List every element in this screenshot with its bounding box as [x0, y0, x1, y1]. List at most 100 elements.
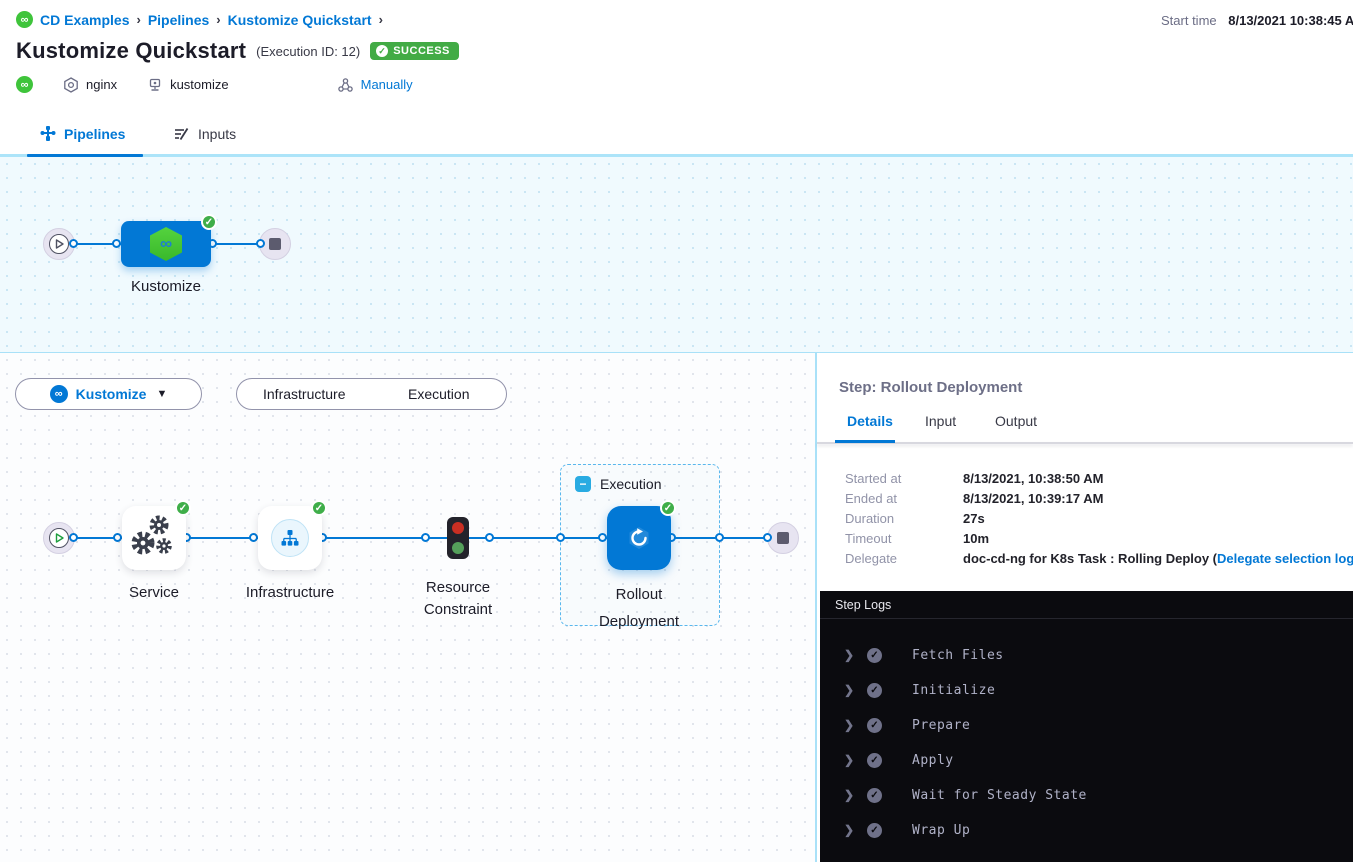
- check-icon: ✓: [376, 45, 389, 57]
- log-section-wait-for-steady-state[interactable]: ❯ ✓ Wait for Steady State: [844, 787, 1087, 803]
- start-time-label: Start time: [1161, 13, 1217, 28]
- breadcrumb: ∞ CD Examples › Pipelines › Kustomize Qu…: [16, 11, 383, 28]
- success-check-icon: ✓: [311, 500, 327, 516]
- infra-execution-toggle: Infrastructure Execution: [236, 378, 507, 410]
- log-success-check-icon: ✓: [867, 682, 882, 698]
- execution-end-node[interactable]: [767, 522, 799, 554]
- connector-dot: [421, 533, 430, 542]
- node-resource-constraint[interactable]: [447, 517, 469, 559]
- chevron-right-icon: ›: [136, 12, 141, 27]
- log-section-apply[interactable]: ❯ ✓ Apply: [844, 752, 954, 768]
- main-tab-bar: Pipelines Inputs: [0, 110, 1353, 157]
- stage-selector-dropdown[interactable]: ∞ Kustomize ▼: [15, 378, 202, 410]
- start-time-value: 8/13/2021 10:38:45 AM: [1228, 13, 1353, 28]
- node-label-service: Service: [128, 584, 180, 601]
- connector-dot: [256, 239, 265, 248]
- log-section-prepare[interactable]: ❯ ✓ Prepare: [844, 717, 971, 733]
- log-section-initialize[interactable]: ❯ ✓ Initialize: [844, 682, 996, 698]
- step-details-panel: Step: Rollout Deployment Details Input O…: [815, 353, 1353, 862]
- log-section-fetch-files[interactable]: ❯ ✓ Fetch Files: [844, 647, 1004, 663]
- stage-selector-label: Kustomize: [75, 386, 147, 402]
- page-title: Kustomize Quickstart: [16, 38, 247, 63]
- stage-graph-canvas[interactable]: ∞ ✓ Kustomize: [0, 157, 1353, 352]
- cd-module-icon: ∞: [16, 76, 33, 93]
- connector-dot: [556, 533, 565, 542]
- lower-split: ∞ Kustomize ▼ Infrastructure Execution: [0, 352, 1353, 862]
- cd-stage-icon: ∞: [49, 385, 68, 403]
- execution-start-node[interactable]: [43, 522, 75, 554]
- breadcrumb-cd-examples[interactable]: CD Examples: [40, 11, 130, 28]
- step-logs-console[interactable]: Step Logs ❯ ✓ Fetch Files ❯ ✓ Initialize…: [820, 591, 1353, 862]
- toggle-execution[interactable]: Execution: [408, 386, 470, 402]
- tab-output[interactable]: Output: [995, 413, 1038, 429]
- breadcrumb-pipelines[interactable]: Pipelines: [147, 11, 210, 28]
- log-success-check-icon: ✓: [867, 647, 882, 663]
- service-tag: nginx: [63, 76, 117, 93]
- chevron-right-icon: ❯: [844, 683, 855, 697]
- tab-details[interactable]: Details: [847, 413, 893, 429]
- node-service[interactable]: ✓: [122, 500, 191, 570]
- breadcrumb-kustomize-quickstart[interactable]: Kustomize Quickstart: [227, 11, 372, 28]
- tags-row: ∞ nginx kustomize: [16, 76, 443, 93]
- gear-icon: [149, 515, 169, 535]
- active-details-tab-underline: [835, 440, 895, 443]
- connector-dot: [485, 533, 494, 542]
- step-title: Step: Rollout Deployment: [839, 379, 1023, 396]
- chevron-right-icon: ❯: [844, 753, 855, 767]
- connector-dot: [112, 239, 121, 248]
- execution-graph-canvas[interactable]: ∞ Kustomize ▼ Infrastructure Execution: [0, 353, 815, 862]
- execution-group-label: Execution: [600, 476, 662, 492]
- log-success-check-icon: ✓: [867, 752, 882, 768]
- connector-dot: [113, 533, 122, 542]
- delegate-selection-logs-link[interactable]: Delegate selection logs: [1217, 551, 1353, 566]
- success-check-icon: ✓: [201, 214, 217, 230]
- stop-icon: [777, 532, 789, 544]
- node-rollout-deployment[interactable]: ✓: [607, 500, 676, 570]
- execution-id: (Execution ID: 12): [256, 43, 361, 59]
- details-tab-bar: Details Input Output: [817, 413, 1353, 443]
- service-hexagon-icon: [64, 76, 78, 93]
- tab-pipelines[interactable]: Pipelines: [40, 110, 125, 157]
- tab-input[interactable]: Input: [925, 413, 957, 429]
- log-success-check-icon: ✓: [867, 717, 882, 733]
- start-time: Start time 8/13/2021 10:38:45 AM: [1161, 13, 1353, 28]
- chevron-right-icon: ❯: [844, 648, 855, 662]
- page-header: ∞ CD Examples › Pipelines › Kustomize Qu…: [0, 0, 1353, 110]
- connector-dot: [715, 533, 724, 542]
- chevron-down-icon: ▼: [156, 388, 168, 400]
- success-check-icon: ✓: [660, 500, 676, 516]
- manual-trigger-icon: [337, 77, 353, 92]
- environment-tag-label: kustomize: [170, 77, 229, 92]
- active-tab-underline: [27, 154, 143, 157]
- chevron-right-icon: ❯: [844, 823, 855, 837]
- details-tab-divider: [817, 442, 1353, 444]
- inputs-icon: [175, 127, 189, 140]
- connector-dot: [598, 533, 607, 542]
- toggle-infrastructure[interactable]: Infrastructure: [263, 386, 346, 402]
- log-success-check-icon: ✓: [867, 787, 882, 803]
- green-light-icon: [452, 542, 464, 554]
- node-label-rollout-deployment: Rollout Deployment: [598, 586, 680, 630]
- log-section-wrap-up[interactable]: ❯ ✓ Wrap Up: [844, 822, 971, 838]
- node-label-infrastructure: Infrastructure: [245, 584, 335, 601]
- tab-inputs[interactable]: Inputs: [173, 110, 236, 157]
- success-check-icon: ✓: [175, 500, 191, 516]
- pipelines-icon: [40, 126, 56, 141]
- stage-node-kustomize[interactable]: ∞ ✓: [121, 214, 217, 267]
- node-infrastructure[interactable]: ✓: [258, 500, 327, 570]
- connector-dot: [249, 533, 258, 542]
- chevron-right-icon: ❯: [844, 718, 855, 732]
- rollout-redeploy-icon: [629, 527, 649, 549]
- chevron-right-icon: ›: [216, 12, 221, 27]
- trigger-tag[interactable]: Manually: [337, 77, 413, 93]
- collapse-minus-icon[interactable]: −: [575, 476, 591, 492]
- connector-dot: [69, 533, 78, 542]
- cd-module-icon: ∞: [16, 11, 33, 28]
- step-logs-header: Step Logs: [820, 591, 1353, 619]
- status-badge: ✓ SUCCESS: [370, 42, 459, 60]
